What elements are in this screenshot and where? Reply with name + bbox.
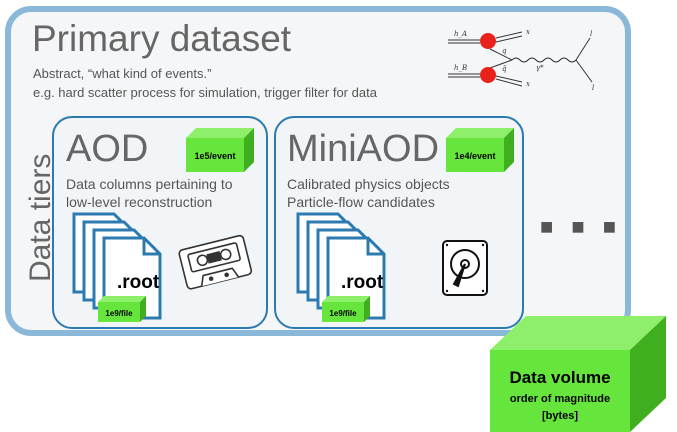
miniaod-size-badge: 1e4/event [454,151,495,161]
aod-size-cube: 1e5/event [186,128,254,172]
feynman-diagram-icon: h_A h_B x x q q̄ γ* l l [448,28,594,92]
data-volume-legend-cube [490,316,666,432]
miniaod-desc-1: Calibrated physics objects [287,176,450,192]
label-q2: q̄ [502,65,507,73]
aod-file-badge: 1e9/file [105,309,133,318]
miniaod-title: MiniAOD [287,128,440,170]
feynman-blob-bottom [480,67,496,83]
label-x1: x [526,28,530,36]
label-x2: x [526,80,530,88]
hard-disk-icon [442,240,488,296]
label-l2: l [592,84,594,92]
label-l1: l [590,30,592,38]
aod-size-badge: 1e5/event [194,151,235,161]
legend-subtitle: order of magnitude [509,393,611,405]
miniaod-file-badge: 1e9/file [329,309,357,318]
feynman-blob-top [480,33,496,49]
aod-title: AOD [66,128,149,170]
legend-title: Data volume [509,368,611,387]
label-gamma: γ* [536,64,544,72]
primary-dataset-abstract: Abstract, “what kind of events.” [33,66,212,81]
label-hA: h_A [454,30,467,38]
miniaod-desc-2: Particle-flow candidates [287,194,435,210]
aod-file-ext: .root [117,272,160,293]
label-hB: h_B [454,64,467,72]
label-q1: q [502,47,507,55]
aod-desc-1: Data columns pertaining to [66,176,233,192]
primary-dataset-title: Primary dataset [32,18,292,59]
miniaod-file-ext: .root [341,272,384,293]
aod-root-file-icon: .root 1e9/file [72,212,162,322]
cassette-tape-icon [178,234,253,290]
miniaod-root-file-icon: .root 1e9/file [296,212,386,322]
primary-dataset-example: e.g. hard scatter process for simulation… [33,85,377,100]
more-tiers-ellipsis: ■ ■ ■ [540,214,623,239]
legend-unit: [bytes] [541,410,579,422]
miniaod-size-cube: 1e4/event [446,128,514,172]
aod-desc-2: low-level reconstruction [66,194,213,210]
